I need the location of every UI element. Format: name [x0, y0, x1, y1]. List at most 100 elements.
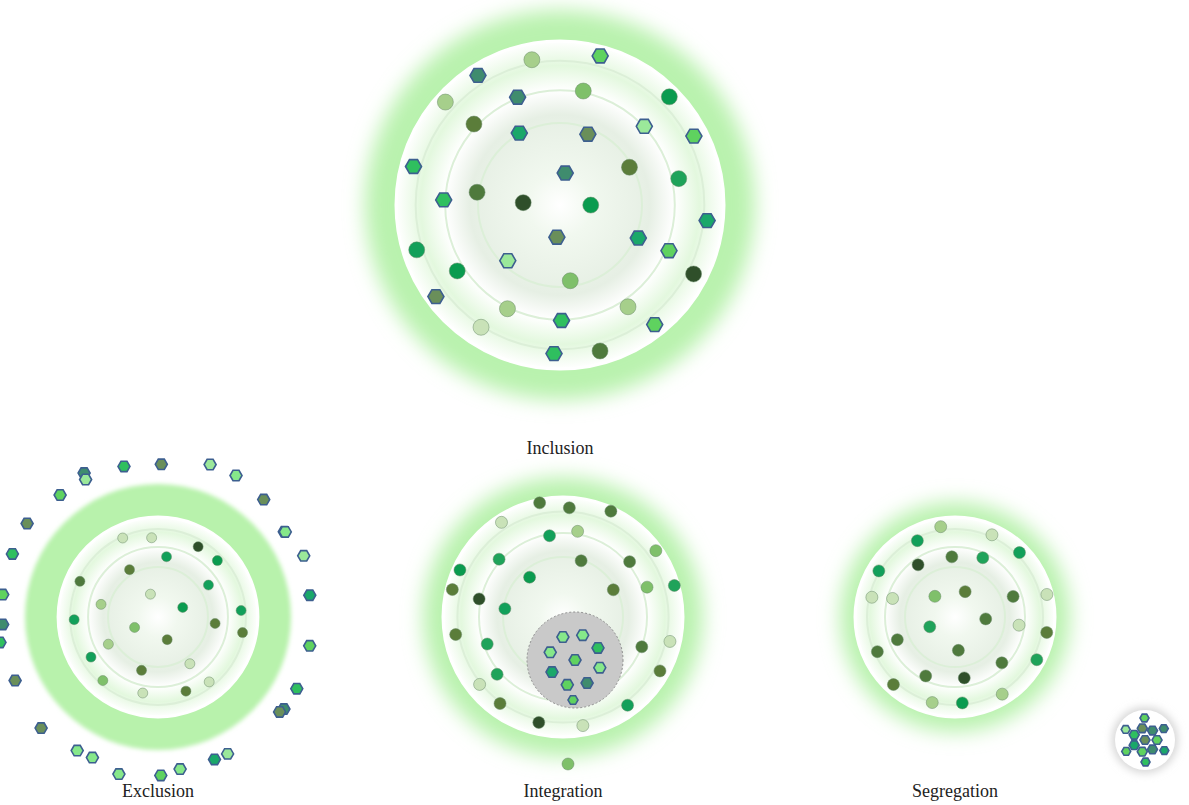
member-dot — [887, 592, 899, 604]
member-hexagon — [1122, 748, 1131, 756]
member-dot — [147, 533, 157, 543]
member-dot — [664, 635, 676, 647]
member-dot — [495, 516, 507, 528]
member-dot — [69, 615, 79, 625]
member-hexagon — [155, 770, 167, 780]
member-dot — [474, 678, 486, 690]
member-hexagon — [546, 667, 558, 677]
member-hexagon — [298, 551, 310, 561]
member-dot — [636, 641, 648, 653]
inner-ring — [905, 567, 1005, 667]
circle-shape — [23, 482, 293, 752]
member-hexagon — [1152, 736, 1162, 745]
circle-node: Integration — [413, 467, 713, 804]
member-dot — [98, 676, 108, 686]
member-dot — [563, 502, 575, 514]
member-dot — [499, 301, 515, 317]
member-hexagon — [291, 684, 303, 694]
member-hexagon — [580, 127, 596, 141]
member-hexagon — [549, 230, 565, 244]
member-hexagon — [1121, 726, 1130, 734]
member-hexagon — [304, 641, 316, 651]
member-dot — [650, 545, 662, 557]
member-dot — [575, 83, 591, 99]
member-dot — [620, 299, 636, 315]
member-hexagon — [1129, 741, 1139, 750]
member-dot — [946, 551, 958, 563]
member-hexagon — [577, 630, 589, 640]
member-dot — [473, 593, 485, 605]
member-dot — [891, 634, 903, 646]
member-dot — [178, 602, 188, 612]
member-dot — [96, 599, 106, 609]
member-hexagon — [661, 244, 677, 258]
member-dot — [446, 584, 458, 596]
inner-ring — [885, 547, 1025, 687]
member-dot — [473, 319, 489, 335]
member-dot — [577, 720, 589, 732]
member-dot — [572, 525, 584, 537]
member-dot — [185, 659, 195, 669]
member-dot — [980, 613, 992, 625]
integrated-group — [527, 612, 623, 708]
circle-node: Inclusion — [355, 0, 765, 461]
member-hexagon — [1141, 758, 1150, 766]
glow-ring — [840, 502, 1070, 732]
member-dot — [562, 273, 578, 289]
member-dot — [1013, 619, 1025, 631]
member-hexagon — [1140, 714, 1149, 722]
member-dot — [924, 621, 936, 633]
member-hexagon — [594, 663, 606, 673]
member-dot — [605, 505, 617, 517]
member-dot — [583, 197, 599, 213]
member-dot — [454, 564, 466, 576]
member-dot — [210, 618, 220, 628]
member-dot — [515, 195, 531, 211]
member-hexagon — [209, 754, 221, 764]
member-hexagon — [557, 632, 569, 642]
member-dot — [238, 628, 248, 638]
member-dot — [533, 716, 545, 728]
member-dot — [203, 580, 213, 590]
member-dot — [912, 559, 924, 571]
member-dot — [958, 672, 970, 684]
member-hexagon — [1137, 724, 1147, 733]
member-dot — [873, 565, 885, 577]
member-dot — [607, 584, 619, 596]
member-hexagon — [592, 643, 604, 653]
member-hexagon — [174, 764, 186, 774]
separate-group — [1115, 710, 1175, 770]
member-hexagon — [86, 752, 98, 762]
member-hexagon — [1148, 726, 1158, 735]
member-dot — [668, 579, 680, 591]
member-dot — [450, 629, 462, 641]
member-dot — [926, 697, 938, 709]
member-hexagon — [511, 126, 527, 140]
circle-body — [443, 497, 683, 737]
member-dot — [137, 665, 147, 675]
circle-shape — [830, 492, 1080, 742]
member-hexagon — [1159, 725, 1168, 733]
member-dot — [481, 638, 493, 650]
member-dot — [103, 639, 113, 649]
member-hexagon — [54, 490, 66, 500]
member-dot — [1041, 588, 1053, 600]
member-hexagon — [155, 459, 167, 469]
inner-ring — [416, 61, 705, 350]
member-dot — [544, 530, 556, 542]
member-dot — [212, 556, 222, 566]
member-hexagon — [581, 678, 593, 688]
glow-ring — [423, 477, 703, 757]
member-hexagon — [1148, 745, 1158, 754]
member-dot — [75, 576, 85, 586]
member-hexagon — [569, 655, 581, 665]
member-dot — [956, 697, 968, 709]
member-hexagon — [436, 193, 452, 207]
glow-ring — [25, 484, 291, 750]
member-dot — [996, 688, 1008, 700]
member-dot — [986, 529, 998, 541]
member-dot — [1031, 654, 1043, 666]
member-dot — [1007, 590, 1019, 602]
circle-label: Segregation — [912, 780, 998, 802]
inner-ring — [88, 547, 228, 687]
